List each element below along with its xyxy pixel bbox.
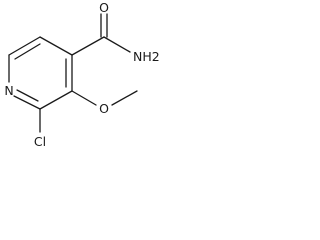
- amide-nitrogen-label: NH2: [133, 49, 160, 64]
- bond-c4-carbonyl: [71, 36, 105, 56]
- bond-o-ch3: [111, 90, 138, 106]
- chemical-structure-diagram: O NH2 N Cl O: [4, 0, 160, 149]
- chlorine-label: Cl: [34, 134, 46, 149]
- bond-c2-c3: [39, 90, 73, 110]
- bond-carbonyl-n: [103, 36, 131, 53]
- pyridine-ring: [8, 36, 73, 110]
- amide-oxygen-label: O: [99, 0, 109, 15]
- ring-nitrogen-label: N: [4, 83, 13, 98]
- bond-n1-c2-inner: [16, 89, 39, 102]
- bond-c4-c5: [39, 36, 73, 56]
- bond-n1-c2: [13, 95, 41, 110]
- carboxamide-group: [71, 13, 131, 56]
- methoxy-oxygen-label: O: [99, 101, 109, 116]
- bond-c5-c6: [8, 36, 41, 56]
- methoxy-group: [71, 90, 138, 106]
- bond-c3-o: [71, 90, 97, 106]
- bond-c5-c6-inner: [14, 43, 41, 60]
